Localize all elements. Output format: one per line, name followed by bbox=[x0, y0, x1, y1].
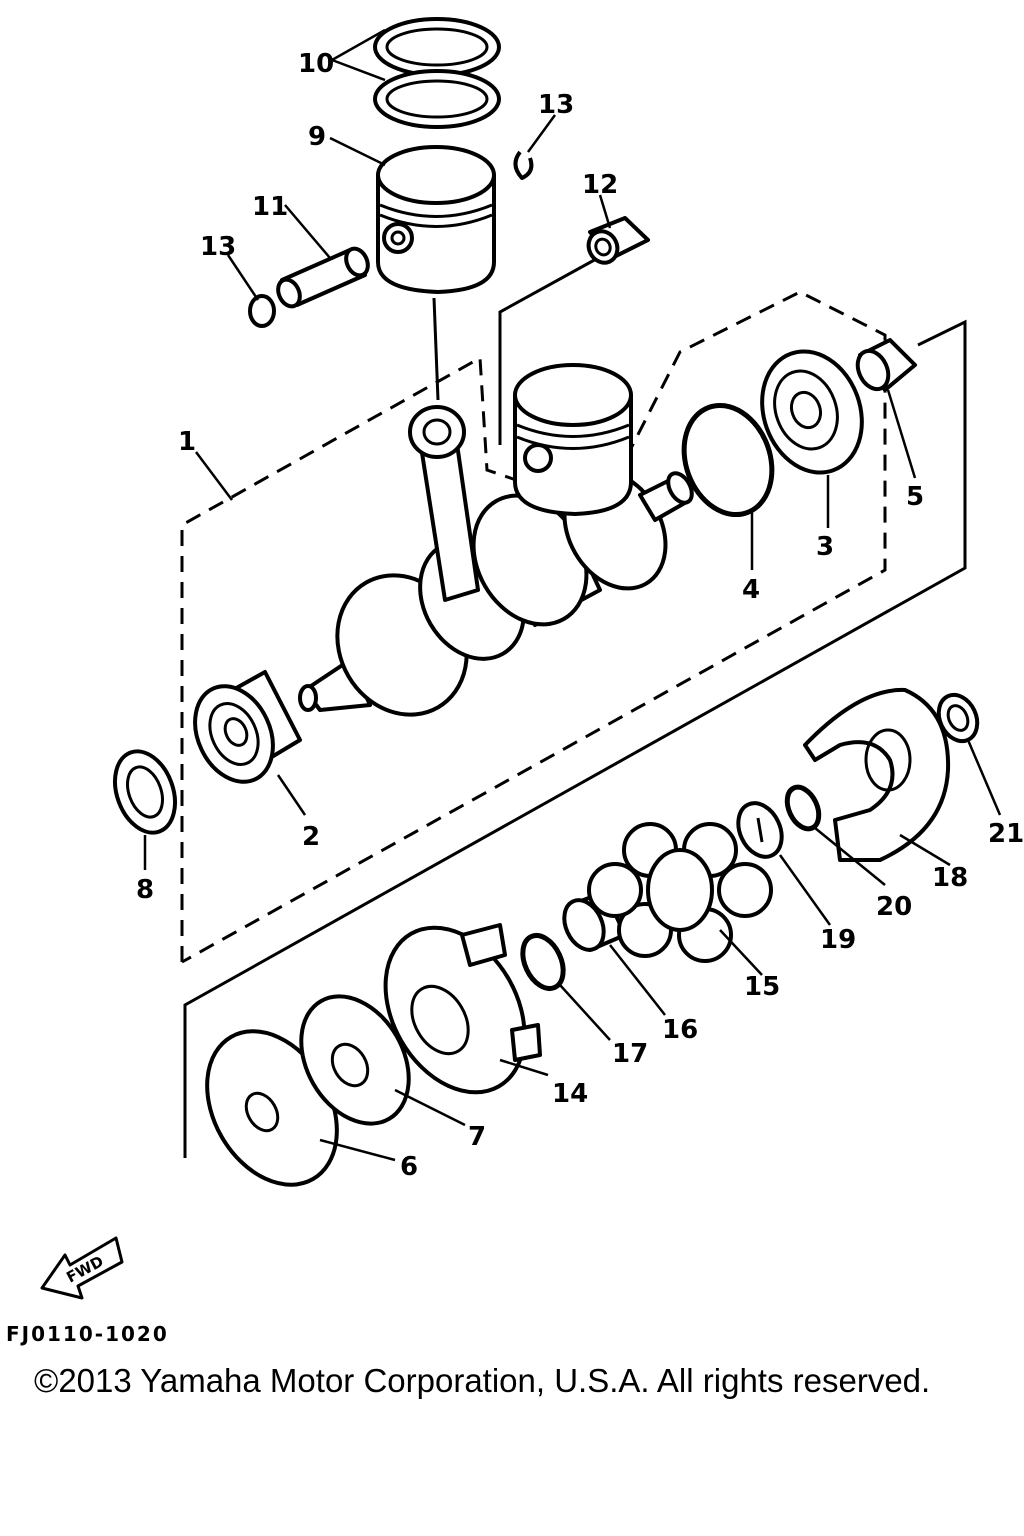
bearing-circlip bbox=[681, 402, 775, 518]
callout-7: 7 bbox=[468, 1122, 486, 1152]
callout-2: 2 bbox=[302, 822, 320, 852]
main-bearing-right bbox=[760, 349, 864, 475]
callout-20: 20 bbox=[876, 892, 912, 922]
callout-8: 8 bbox=[136, 875, 154, 905]
callout-1: 1 bbox=[178, 427, 196, 457]
collar bbox=[855, 338, 917, 392]
callout-14: 14 bbox=[552, 1079, 588, 1109]
coupling-group-bracket bbox=[183, 319, 967, 1158]
leader-lines bbox=[143, 28, 1002, 1162]
damper-15 bbox=[587, 822, 773, 963]
o-ring-20 bbox=[784, 784, 822, 832]
callout-10: 10 bbox=[298, 49, 334, 79]
assembled-piston bbox=[513, 363, 633, 516]
small-end-needle-bearing bbox=[586, 216, 650, 265]
callout-16: 16 bbox=[662, 1015, 698, 1045]
needle-bearing-bracket bbox=[498, 256, 599, 445]
piston-pin bbox=[276, 246, 370, 309]
callout-13-left: 13 bbox=[200, 232, 236, 262]
piston-rings bbox=[373, 17, 501, 129]
piston-pin-clip-left bbox=[248, 294, 276, 328]
callout-3: 3 bbox=[816, 532, 834, 562]
plug-19 bbox=[736, 801, 784, 859]
callout-18: 18 bbox=[932, 863, 968, 893]
callout-9: 9 bbox=[308, 122, 326, 152]
callout-12: 12 bbox=[582, 170, 618, 200]
callout-4: 4 bbox=[742, 575, 760, 605]
callout-13-top: 13 bbox=[538, 90, 574, 120]
coupling-housing-18 bbox=[803, 687, 951, 862]
callout-17: 17 bbox=[612, 1039, 648, 1069]
piston-pin-clip-right bbox=[513, 150, 534, 180]
oil-seal-left bbox=[113, 749, 177, 835]
callout-19: 19 bbox=[820, 925, 856, 955]
main-bearing-left bbox=[193, 670, 302, 784]
connecting-rod bbox=[408, 405, 480, 602]
coupling-body-14 bbox=[383, 923, 542, 1095]
callout-11: 11 bbox=[252, 192, 288, 222]
washer-21 bbox=[936, 692, 980, 744]
callout-21: 21 bbox=[988, 819, 1024, 849]
callout-15: 15 bbox=[744, 972, 780, 1002]
copyright-notice: ©2013 Yamaha Motor Corporation, U.S.A. A… bbox=[34, 1362, 931, 1399]
o-ring-17 bbox=[520, 933, 566, 991]
crankshaft bbox=[298, 469, 694, 717]
callout-6: 6 bbox=[400, 1152, 418, 1182]
diagram-code: FJ0110-1020 bbox=[6, 1322, 169, 1346]
piston-rod-link bbox=[432, 297, 440, 401]
piston bbox=[376, 145, 496, 294]
forward-arrow-icon: FWD bbox=[40, 1236, 124, 1300]
callout-5: 5 bbox=[906, 482, 924, 512]
